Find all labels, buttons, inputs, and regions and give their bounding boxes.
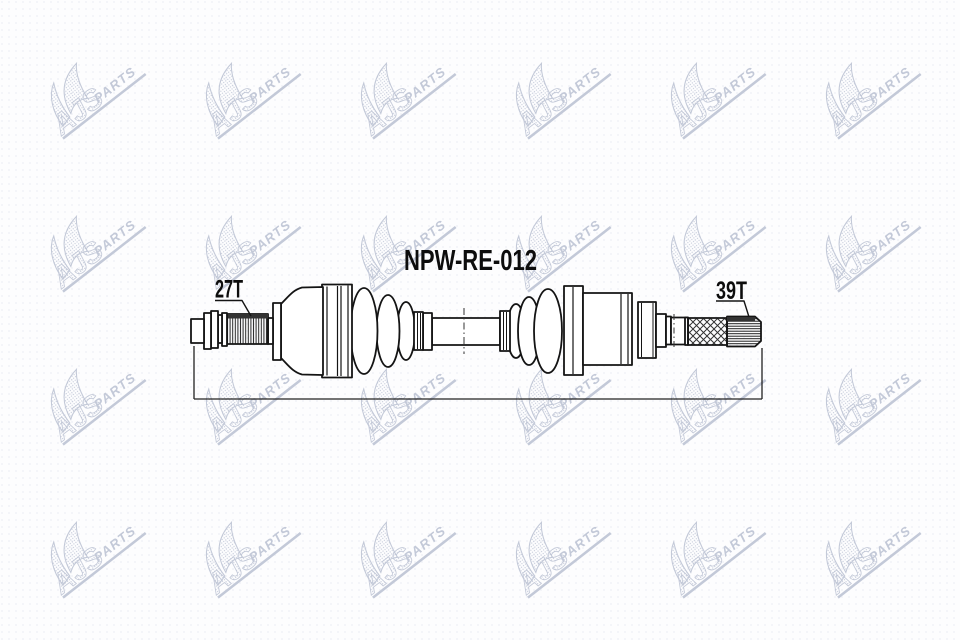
outer-stub-shaft bbox=[190, 310, 274, 350]
outer-boot-clamp bbox=[413, 311, 424, 351]
outer-cv-boot bbox=[349, 287, 416, 375]
spline-27t bbox=[226, 313, 269, 345]
inner-cv-boot bbox=[499, 288, 563, 374]
outer-cv-joint bbox=[272, 283, 353, 379]
inner-spline-leader-line bbox=[716, 300, 750, 318]
inner-boot-clamp bbox=[499, 310, 511, 352]
dimension-line bbox=[193, 346, 763, 400]
center-marks bbox=[463, 308, 675, 354]
spline-39t bbox=[726, 315, 762, 348]
inner-joint-damper-section bbox=[687, 317, 728, 346]
inner-spline-label: 39T bbox=[716, 277, 747, 305]
outer-spline-leader-line bbox=[215, 299, 252, 317]
outer-spline-label: 27T bbox=[215, 276, 243, 304]
part-number-label: NPW-RE-012 bbox=[404, 245, 537, 277]
inner-cv-joint bbox=[563, 285, 762, 376]
axle-shaft bbox=[413, 311, 501, 351]
